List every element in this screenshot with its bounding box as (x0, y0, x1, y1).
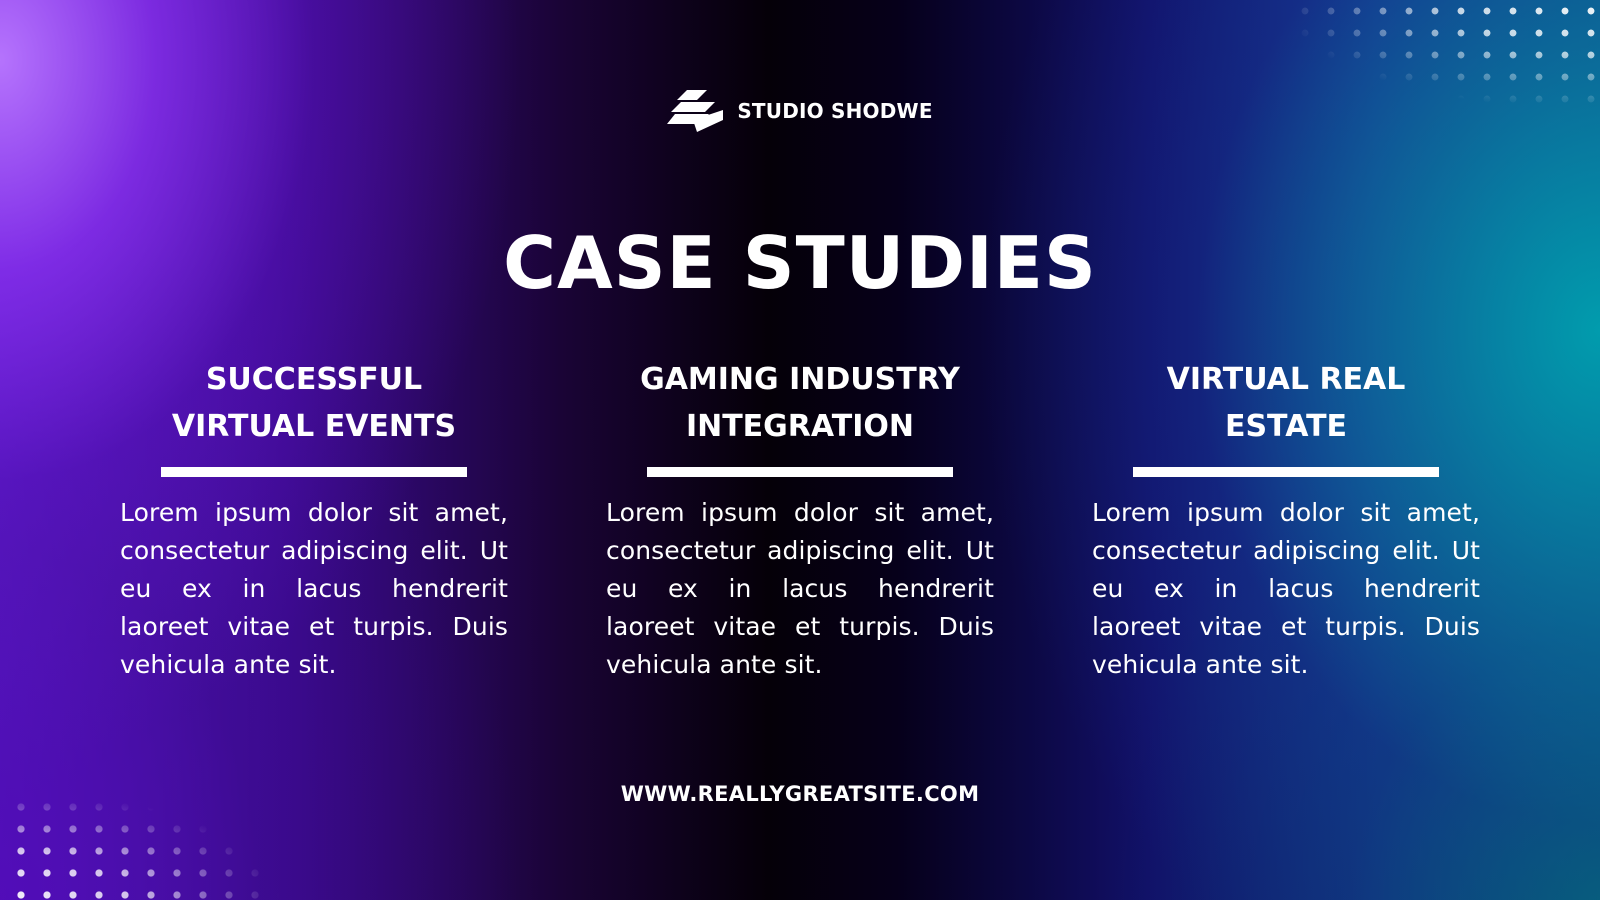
column-body-text: Lorem ipsum dolor sit amet, consectetur … (1092, 498, 1480, 679)
column-heading: VIRTUAL REAL ESTATE (1166, 362, 1406, 444)
column-body-text: Lorem ipsum dolor sit amet, consectetur … (606, 498, 994, 679)
column-body-text: Lorem ipsum dolor sit amet, consectetur … (120, 498, 508, 679)
case-study-columns: SUCCESSFUL VIRTUAL EVENTS Lorem ipsum do… (0, 356, 1600, 696)
stacked-slash-logo-icon (667, 90, 724, 132)
case-study-column: GAMING INDUSTRY INTEGRATION Lorem ipsum … (606, 356, 994, 684)
column-divider (161, 467, 467, 477)
column-heading: SUCCESSFUL VIRTUAL EVENTS (171, 362, 457, 444)
case-study-column: SUCCESSFUL VIRTUAL EVENTS Lorem ipsum do… (120, 356, 508, 684)
column-heading: GAMING INDUSTRY INTEGRATION (640, 362, 960, 444)
brand-name: STUDIO SHODWE (737, 99, 933, 123)
column-divider (647, 467, 953, 477)
halftone-dots-bottom-left (0, 790, 300, 900)
case-study-column: VIRTUAL REAL ESTATE Lorem ipsum dolor si… (1092, 356, 1480, 684)
brand: STUDIO SHODWE (0, 88, 1600, 134)
page-title: CASE STUDIES (503, 221, 1097, 305)
footer-website-url: WWW.REALLYGREATSITE.COM (620, 782, 980, 806)
column-divider (1133, 467, 1439, 477)
halftone-dots-top-right (1240, 0, 1600, 110)
